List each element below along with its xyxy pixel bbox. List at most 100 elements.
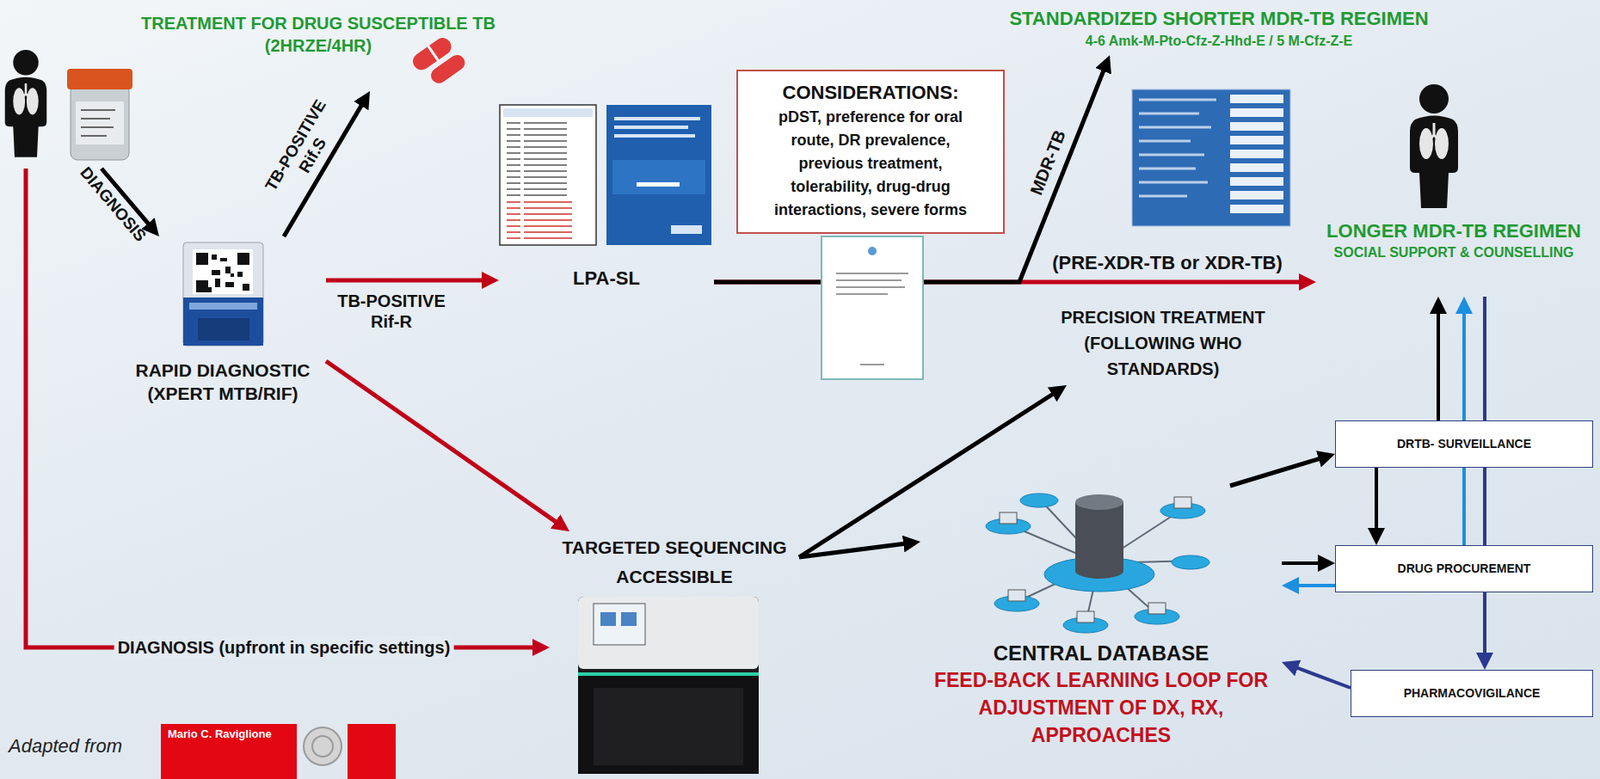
process-box: DRUG PROCUREMENT (1335, 545, 1594, 593)
patient-figure (5, 49, 48, 158)
lpa-booklet (614, 125, 689, 130)
patient-figure (5, 49, 48, 158)
node-body: SOCIAL SUPPORT & COUNSELLING (1320, 243, 1588, 263)
regimen-table (1230, 190, 1284, 200)
credit-note: Adapted from (8, 735, 123, 758)
connector-arrow (326, 361, 561, 526)
lpa-booklet (606, 104, 712, 246)
edge-label: TB-POSITIVE Rif.S (259, 92, 350, 208)
xpert-cartridge (192, 249, 253, 295)
regimen-table (1230, 108, 1284, 117)
xpert-cartridge (197, 318, 250, 341)
regimen-table (1230, 149, 1284, 159)
xpert-cartridge (225, 282, 234, 288)
node-heading: RAPID DIAGNOSTIC (XPERT MTB/RIF) (123, 358, 322, 407)
connector-arrow (1483, 296, 1487, 660)
sequencer-machine (578, 672, 759, 677)
guideline-document (821, 236, 924, 380)
node-heading: STANDARDIZED SHORTER MDR-TB REGIMEN (999, 6, 1439, 32)
guideline-document (836, 273, 909, 365)
node-body: pDST, preference for oral route, DR prev… (757, 105, 984, 222)
author-badge (347, 724, 396, 779)
connector-arrow (1281, 561, 1325, 566)
node-heading: DRUG PROCUREMENT (1397, 560, 1532, 577)
author-badge (160, 724, 396, 779)
database-network (1148, 603, 1166, 615)
lpa-booklet (614, 134, 696, 138)
author-badge (160, 724, 297, 779)
node-body: FEED-BACK LEARNING LOOP FOR ADJUSTMENT O… (924, 666, 1278, 751)
sequencer-machine (593, 603, 646, 646)
node-heading: PRECISION TREATMENT (FOLLOWING WHO STAND… (1056, 304, 1270, 382)
database-network (1075, 502, 1124, 572)
patient-figure (1409, 84, 1459, 209)
connector-arrow (799, 543, 911, 558)
xpert-cartridge (237, 252, 250, 265)
central-database: CENTRAL DATABASEFEED-BACK LEARNING LOOP … (920, 486, 1282, 754)
sample-jar (67, 68, 133, 90)
xpert-cartridge (237, 271, 243, 277)
pill-icon (427, 45, 440, 62)
xpert-cartridge (220, 258, 228, 262)
node-heading: PHARMACOVIGILANCE (1403, 685, 1541, 702)
database-network (1174, 497, 1192, 509)
xpert-cartridge (196, 252, 209, 265)
regimen-table (1138, 99, 1217, 197)
treatment-label: TREATMENT FOR DRUG SUSCEPTIBLE TB(2HRZE/… (120, 10, 517, 92)
node-heading: DRTB- SURVEILLANCE (1396, 436, 1532, 452)
node-body: (2HRZE/4HR) (124, 34, 512, 57)
connector-arrow (326, 278, 489, 284)
edge-label: DIAGNOSIS (upfront in specific settings) (114, 636, 455, 659)
node-body: 4-6 Amk-M-Pto-Cfz-Z-Hhd-E / 5 M-Cfz-Z-E (999, 31, 1439, 51)
connector-arrow (1292, 584, 1336, 588)
sample-jar (70, 84, 130, 160)
regimen-table (1230, 122, 1284, 131)
database-network (985, 493, 1210, 634)
sample-jar (80, 110, 116, 136)
regimen-table (1230, 177, 1284, 186)
regimen-patient: LONGER MDR-TB REGIMENSOCIAL SUPPORT & CO… (1316, 77, 1592, 297)
database-network (999, 512, 1017, 524)
regimen-table (1230, 163, 1284, 173)
xpert-cartridge (206, 287, 212, 293)
node-heading: TREATMENT FOR DRUG SUSCEPTIBLE TB (124, 12, 512, 35)
database-network (1171, 555, 1210, 570)
xpert-cartridge (183, 242, 264, 346)
xpert-cartridge (211, 270, 221, 276)
connector-arrow (799, 390, 1059, 558)
pill-icon (409, 33, 468, 91)
connector-arrow (1230, 456, 1326, 487)
lpa-booklet (670, 225, 702, 234)
connectors (25, 64, 1485, 689)
node-heading: CONSIDERATIONS: (757, 80, 984, 106)
sequencer-machine (578, 596, 759, 775)
sample-jar (75, 101, 124, 145)
process-box: PHARMACOVIGILANCE (1350, 670, 1594, 718)
node-heading: TARGETED SEQUENCING ACCESSIBLE (553, 533, 795, 591)
sequencer-machine (593, 688, 744, 766)
guideline-document (821, 236, 924, 380)
xpert-cartridge (183, 242, 264, 346)
edge-label: (PRE-XDR-TB or XDR-TB) (1048, 251, 1287, 276)
sequencer-unit: TARGETED SEQUENCING ACCESSIBLE (549, 531, 800, 775)
lpa-strip-sheet (503, 108, 593, 117)
regimen-table (1132, 89, 1291, 227)
lpa-booklet (612, 160, 706, 195)
lpa-booklet (614, 116, 701, 121)
connector-arrow (1436, 307, 1440, 421)
xpert-cartridge (242, 283, 250, 291)
regimen-table (1230, 94, 1284, 104)
lpa-strip-sheet (499, 104, 597, 246)
database-network (1076, 611, 1095, 623)
node-heading: LONGER MDR-TB REGIMEN (1320, 219, 1588, 244)
patient-figure (1409, 84, 1459, 209)
connector-arrow (25, 168, 540, 648)
precision-treatment-label: PRECISION TREATMENT (FOLLOWING WHO STAND… (1052, 302, 1274, 386)
lpa-booklet (606, 104, 712, 246)
diagnostic-device: RAPID DIAGNOSTIC (XPERT MTB/RIF) (119, 236, 327, 410)
node-heading: LPA-SL (503, 266, 710, 291)
sequencer-machine (578, 676, 759, 775)
lpa-strip-sheet (499, 104, 597, 246)
sequencer-machine (578, 596, 759, 775)
